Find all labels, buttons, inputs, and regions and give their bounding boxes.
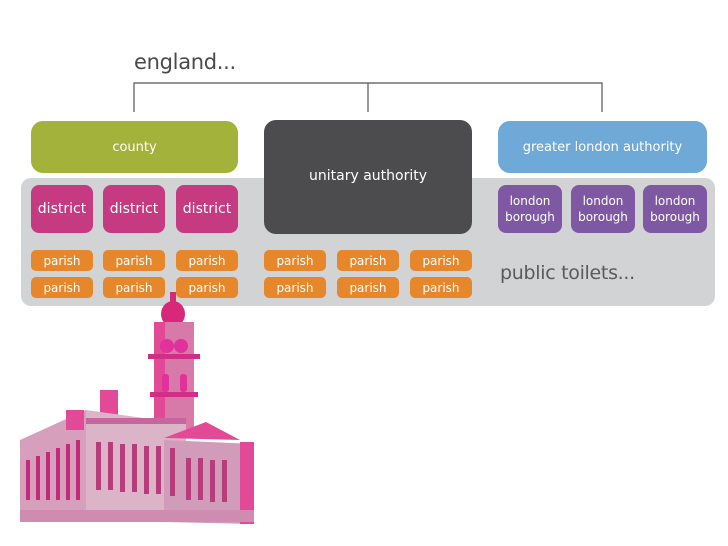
parish-node: parish: [264, 250, 326, 271]
parish-node: parish: [103, 250, 165, 271]
parish-node: parish: [264, 277, 326, 298]
borough-label-line: borough: [505, 210, 555, 224]
borough-label-line: borough: [650, 210, 700, 224]
parish-node: parish: [410, 277, 472, 298]
london-borough-node: london borough: [571, 185, 635, 233]
borough-label-line: london: [509, 194, 551, 208]
county-node: county: [31, 121, 238, 173]
borough-label-line: borough: [578, 210, 628, 224]
parish-node: parish: [410, 250, 472, 271]
district-node: district: [176, 185, 238, 233]
parish-node: parish: [31, 277, 93, 298]
london-borough-node: london borough: [643, 185, 707, 233]
parish-node: parish: [176, 250, 238, 271]
greater-london-authority-node: greater london authority: [498, 121, 707, 173]
town-hall-icon: [20, 292, 254, 524]
borough-label-line: london: [582, 194, 624, 208]
public-toilets-label: public toilets...: [500, 262, 635, 284]
parish-node: parish: [176, 277, 238, 298]
district-node: district: [103, 185, 165, 233]
district-node: district: [31, 185, 93, 233]
parish-node: parish: [103, 277, 165, 298]
london-borough-node: london borough: [498, 185, 562, 233]
borough-label-line: london: [654, 194, 696, 208]
parish-node: parish: [31, 250, 93, 271]
parish-node: parish: [337, 277, 399, 298]
parish-node: parish: [337, 250, 399, 271]
unitary-authority-node: unitary authority: [264, 120, 472, 234]
diagram-title: england...: [134, 50, 236, 74]
